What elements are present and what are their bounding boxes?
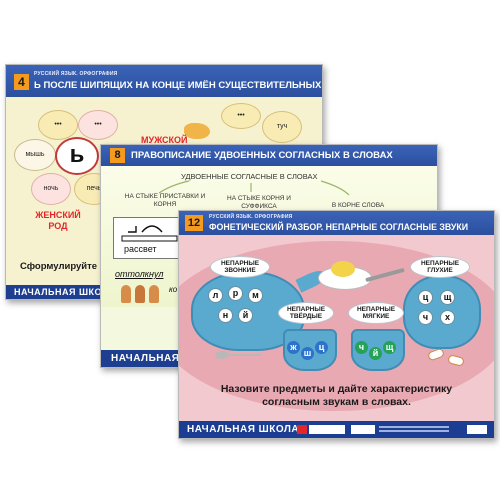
spoon-handle (227, 354, 261, 356)
example-word: оттолкнул (115, 269, 164, 279)
center-letter: ь (55, 137, 99, 175)
card-header: 4 РУССКИЙ ЯЗЫК. ОРФОГРАФИЯ Ь ПОСЛЕ ШИПЯЩ… (6, 65, 322, 97)
spoon-bowl (215, 351, 229, 359)
letter-bubble: ж (287, 341, 300, 354)
flower-petal: мышь (14, 139, 56, 171)
letter-bubble: р (229, 287, 242, 300)
letter-bubble: ш (301, 347, 314, 360)
letter-bubble: щ (441, 291, 454, 304)
card-topic: Ь ПОСЛЕ ШИПЯЩИХ НА КОНЦЕ ИМЁН СУЩЕСТВИТЕ… (34, 80, 322, 91)
diagram-arrows (158, 180, 350, 196)
branch-root-suffix: НА СТЫКЕ КОРНЯ И СУФФИКСА (227, 195, 291, 210)
label-voiceless: НЕПАРНЫЕ ГЛУХИЕ (411, 257, 469, 277)
publisher-logo-icon (467, 425, 487, 434)
letter-bubble: ч (355, 341, 368, 354)
branch-root: В КОРНЕ СЛОВА (331, 202, 385, 209)
word-card: рассвет (113, 217, 187, 259)
footer-fine-print (379, 430, 449, 432)
letter-bubble: ц (315, 341, 328, 354)
publisher-logo-icon (309, 425, 345, 434)
letter-bubble: й (369, 347, 382, 360)
label-soft: НЕПАРНЫЕ МЯГКИЕ (349, 303, 403, 323)
poster-card-12[interactable]: 12 РУССКИЙ ЯЗЫК. ОРФОГРАФИЯ ФОНЕТИЧЕСКИЙ… (178, 210, 495, 439)
gender-female-label: ЖЕНСКИЙ РОД (35, 210, 81, 231)
example-word: рассвет (124, 244, 157, 254)
card-subject: РУССКИЙ ЯЗЫК. ОРФОГРАФИЯ (209, 214, 293, 220)
flower-petal: туч (262, 111, 302, 143)
figures-illustration (119, 283, 161, 305)
task-text: Назовите предметы и дайте характеристику… (220, 383, 453, 408)
flower-petal: ••• (221, 103, 261, 129)
card-number: 4 (14, 74, 29, 90)
letter-bubble: н (219, 309, 232, 322)
task-text: Сформулируйте (20, 261, 98, 272)
letter-bubble: ц (419, 291, 432, 304)
flower-petal: ••• (78, 110, 118, 140)
bird-illustration (184, 123, 210, 139)
publisher-logo-icon (351, 425, 375, 434)
letter-bubble: ч (419, 311, 432, 324)
flower-petal: ••• (38, 110, 78, 140)
card-topic: ФОНЕТИЧЕСКИЙ РАЗБОР. НЕПАРНЫЕ СОГЛАСНЫЕ … (209, 222, 469, 232)
label-voiced: НЕПАРНЫЕ ЗВОНКИЕ (211, 257, 269, 277)
card-topic: ПРАВОПИСАНИЕ УДВОЕННЫХ СОГЛАСНЫХ В СЛОВА… (131, 150, 393, 161)
card-footer: НАЧАЛЬНАЯ ШКОЛА (179, 421, 494, 438)
morpheme-marks (121, 225, 178, 242)
card-subject: РУССКИЙ ЯЗЫК. ОРФОГРАФИЯ (34, 71, 118, 77)
card-number: 8 (110, 148, 125, 163)
publisher-logo-icon (297, 425, 307, 434)
footer-label: НАЧАЛЬНАЯ ШКОЛ (111, 353, 216, 364)
diagram-center: УДВОЕННЫЕ СОГЛАСНЫЕ В СЛОВАХ (181, 172, 318, 181)
letter-bubble: щ (383, 341, 396, 354)
footer-label: НАЧАЛЬНАЯ ШКОЛА (187, 424, 300, 435)
letter-bubble: й (239, 309, 252, 322)
label-hard: НЕПАРНЫЕ ТВЁРДЫЕ (279, 303, 333, 323)
flower-petal: ночь (31, 173, 71, 205)
card-header: 12 РУССКИЙ ЯЗЫК. ОРФОГРАФИЯ ФОНЕТИЧЕСКИЙ… (179, 211, 494, 235)
footer-label: НАЧАЛЬНАЯ ШКОЛА (14, 287, 116, 297)
card-header: 8 ПРАВОПИСАНИЕ УДВОЕННЫХ СОГЛАСНЫХ В СЛО… (101, 145, 437, 166)
letter-bubble: л (209, 289, 222, 302)
gender-male-label: МУЖСКОЙ (141, 135, 188, 145)
letter-bubble: м (249, 289, 262, 302)
footer-fine-print (379, 426, 449, 428)
branch-prefix-root: НА СТЫКЕ ПРИСТАВКИ И КОРНЯ (124, 193, 206, 208)
lemon (331, 261, 355, 277)
example-word: ко (169, 285, 178, 294)
letter-bubble: х (441, 311, 454, 324)
card-number: 12 (185, 215, 203, 231)
